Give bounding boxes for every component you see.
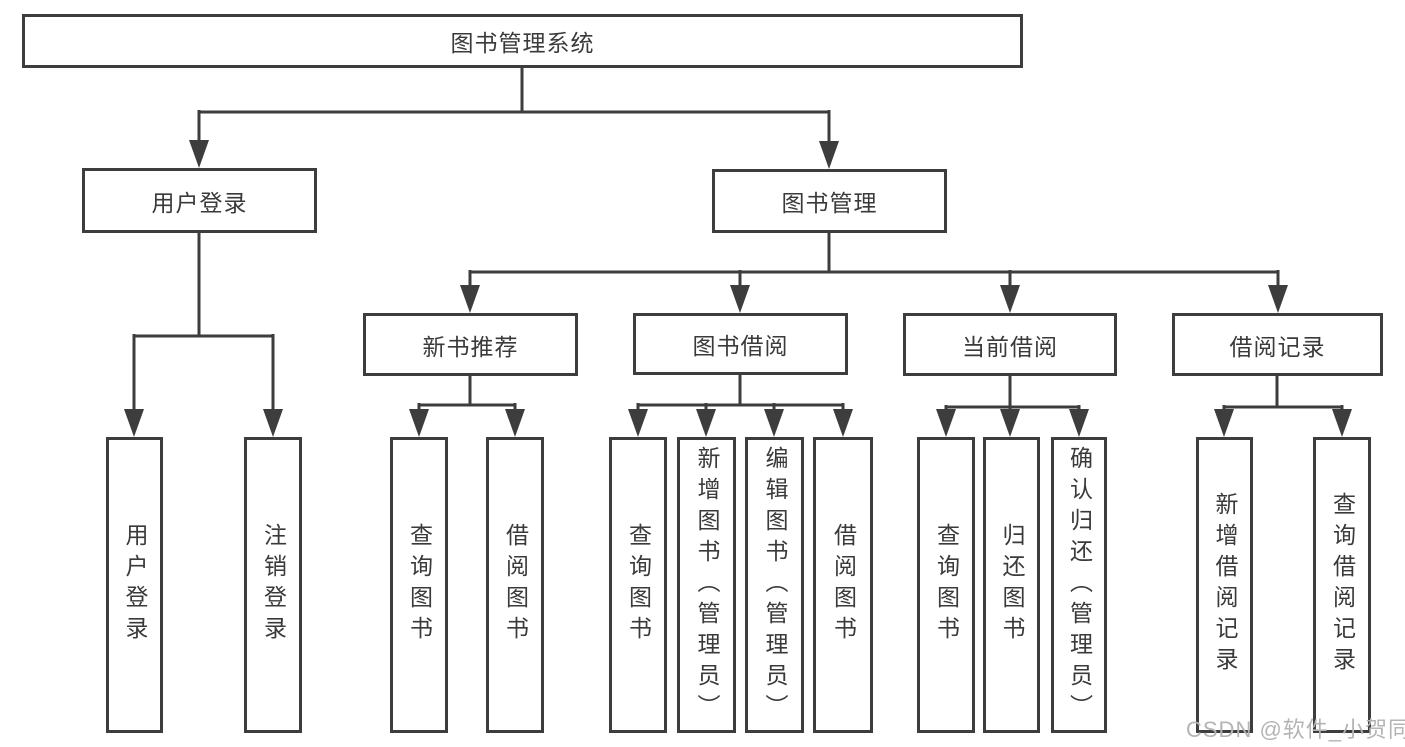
- connector-current-borrow-branch: [944, 376, 1081, 410]
- leaf-label: 确认归还（管理员）: [1066, 445, 1093, 725]
- leaf-label: 查询图书: [625, 523, 652, 647]
- node-label: 借阅记录: [1229, 333, 1326, 360]
- leaf-user-login: 用户登录: [106, 437, 163, 733]
- leaf-query-books: 查询图书: [390, 437, 448, 733]
- leaf-label: 用户登录: [122, 523, 148, 647]
- leaf-query-borrow-record: 查询借阅记录: [1313, 437, 1371, 733]
- node-current-borrowing: 当前借阅: [903, 313, 1117, 376]
- leaf-borrow-books: 借阅图书: [813, 437, 873, 733]
- leaf-return-books: 归还图书: [983, 437, 1040, 733]
- node-book-borrowing: 图书借阅: [633, 313, 848, 375]
- leaf-label: 查询借阅记录: [1329, 492, 1356, 678]
- leaf-add-borrow-record: 新增借阅记录: [1196, 437, 1253, 733]
- node-library-management-system: 图书管理系统: [22, 14, 1023, 68]
- leaf-label: 注销登录: [260, 523, 287, 647]
- leaf-query-books: 查询图书: [609, 437, 667, 733]
- node-user-login-module: 用户登录: [82, 168, 317, 233]
- connector-book-mgmt-branch: [468, 233, 1280, 287]
- leaf-confirm-return-admin: 确认归还（管理员）: [1051, 437, 1107, 733]
- connector-user-login-branch: [132, 233, 275, 410]
- node-label: 当前借阅: [962, 333, 1058, 360]
- connector-new-book-branch: [417, 376, 517, 410]
- node-book-management-module: 图书管理: [712, 169, 947, 233]
- leaf-query-books: 查询图书: [917, 437, 975, 733]
- leaf-label: 新增借阅记录: [1212, 492, 1238, 678]
- leaf-label: 归还图书: [999, 523, 1025, 647]
- node-label: 图书借阅: [692, 333, 789, 359]
- leaf-logout: 注销登录: [244, 437, 302, 733]
- node-new-book-recommendation: 新书推荐: [363, 313, 578, 376]
- leaf-add-books-admin: 新增图书（管理员）: [677, 437, 736, 733]
- node-label: 图书管理: [781, 190, 878, 216]
- connector-book-borrow-branch: [636, 375, 845, 410]
- leaf-label: 借阅图书: [830, 523, 857, 647]
- leaf-borrow-books: 借阅图书: [486, 437, 544, 733]
- node-label: 用户登录: [151, 189, 248, 216]
- leaf-edit-books-admin: 编辑图书（管理员）: [745, 437, 804, 733]
- leaf-label: 新增图书（管理员）: [694, 445, 720, 725]
- leaf-label: 查询图书: [406, 523, 433, 647]
- connector-root-to-level2: [197, 68, 831, 143]
- leaf-label: 查询图书: [933, 523, 960, 647]
- node-label: 新书推荐: [422, 333, 519, 360]
- node-label: 图书管理系统: [450, 30, 595, 56]
- connector-borrow-record-branch: [1222, 376, 1344, 410]
- arrowheads: [124, 140, 1352, 437]
- csdn-watermark: CSDN @软件_小贺同学: [1186, 717, 1405, 742]
- node-borrowing-records: 借阅记录: [1172, 313, 1383, 376]
- leaf-label: 借阅图书: [502, 523, 529, 647]
- leaf-label: 编辑图书（管理员）: [762, 445, 788, 725]
